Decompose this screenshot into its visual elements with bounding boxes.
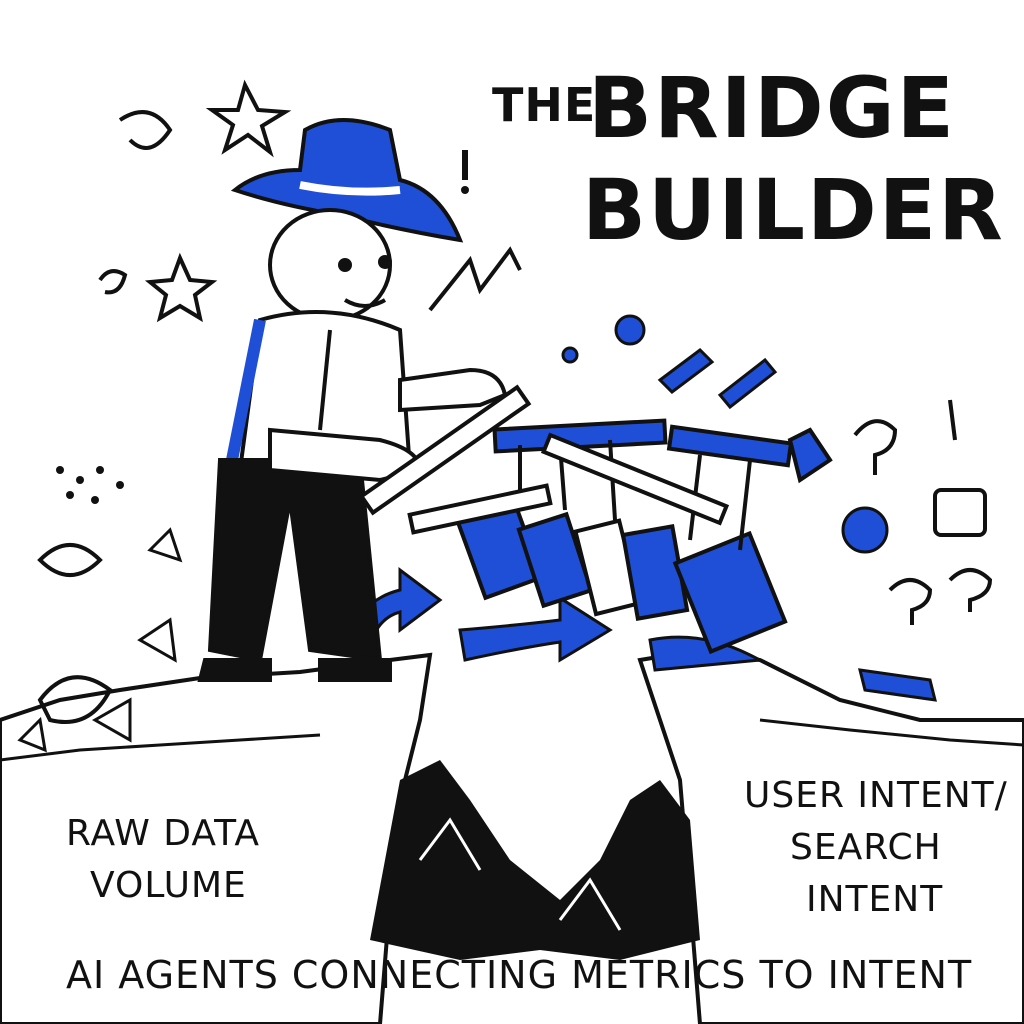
right-label-line-2: SEARCH: [790, 827, 942, 868]
exclaim-question: [461, 150, 469, 194]
blue-arrow-middle: [458, 595, 613, 663]
chasm-rocks: [370, 760, 700, 960]
title-line-1: BRIDGE: [588, 59, 957, 157]
left-label-line-2: VOLUME: [90, 865, 247, 906]
dots: [56, 466, 124, 504]
caption: AI AGENTS CONNECTING METRICS TO INTENT: [66, 953, 973, 997]
tools-icons: [561, 314, 937, 702]
right-label-line-3: INTENT: [806, 879, 944, 920]
triangles: [17, 527, 183, 753]
bridge: [407, 418, 833, 655]
confusion-symbols: [37, 79, 993, 724]
builder-person: [197, 118, 532, 682]
left-label-line-1: RAW DATA: [66, 813, 260, 854]
title-line-2: BUILDER: [582, 161, 1005, 259]
title-small-word: THE: [492, 78, 597, 132]
right-label-line-1: USER INTENT/: [744, 775, 1008, 816]
